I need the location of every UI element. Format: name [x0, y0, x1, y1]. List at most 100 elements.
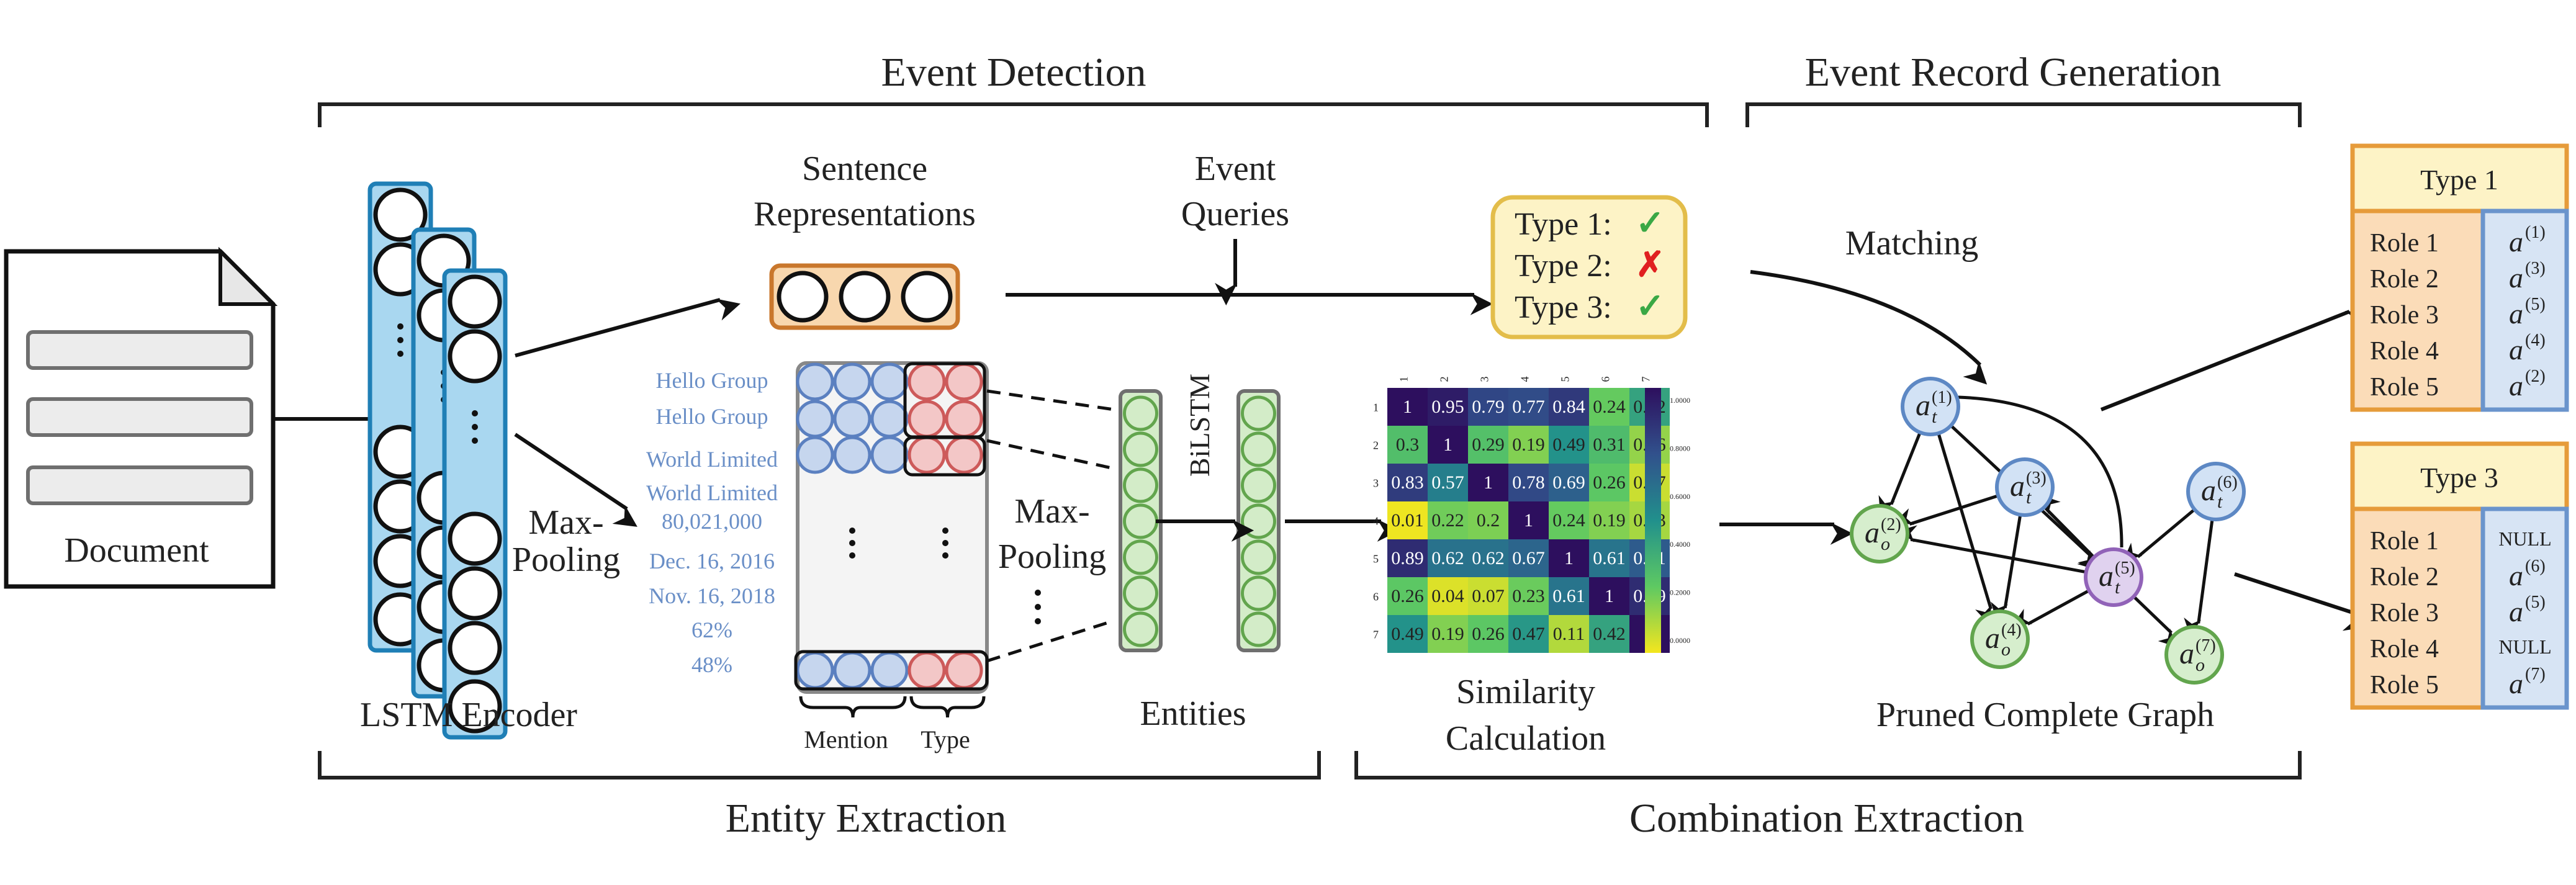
heatmap-cell: [1589, 615, 1629, 653]
entity-unit: [1123, 575, 1158, 611]
heatmap-col-label: 4: [1519, 377, 1531, 382]
matrix-max-pooling-1: Max-: [1014, 492, 1089, 531]
similarity-label-2: Calculation: [1446, 719, 1606, 758]
encoder-max-pooling-1: Max-: [528, 503, 603, 542]
graph-node-sup: (2): [1881, 515, 1901, 534]
event-queries-label-2: Queries: [1181, 195, 1289, 233]
heatmap-cell: [1549, 615, 1589, 653]
lstm-hidden-unit: [448, 679, 502, 734]
record-role: Role 5: [2370, 671, 2439, 699]
heatmap-cell: [1468, 464, 1508, 501]
bracket-event-detection: [318, 102, 1709, 127]
heatmap-value: 0.78: [1512, 472, 1545, 493]
lstm-ellipsis-dot: [397, 351, 403, 357]
type-label: Type: [921, 726, 970, 753]
graph-node-sup: (4): [2001, 621, 2022, 640]
header-combination-extraction: Combination Extraction: [1629, 796, 2024, 841]
graph-edge: [1878, 431, 1922, 514]
heatmap-value: 0.23: [1512, 586, 1545, 606]
heatmap-cell: [1387, 426, 1428, 464]
header-event-record-generation: Event Record Generation: [1805, 50, 2222, 95]
heatmap-value: 0.29: [1472, 434, 1505, 455]
token-text: 80,021,000: [662, 509, 762, 534]
event-type-mark: ✓: [1636, 204, 1665, 243]
mention-unit: [870, 436, 909, 474]
type-group-outline: [903, 436, 986, 477]
arrow-lstm-to-tokens: [514, 433, 637, 527]
header-event-detection: Event Detection: [881, 50, 1146, 95]
type-unit: [907, 362, 946, 401]
heatmap-cell: [1549, 464, 1589, 501]
token-text: 48%: [691, 652, 732, 677]
heatmap-value: 0.67: [1512, 548, 1545, 568]
graph-edge: [1894, 494, 1999, 526]
record-role: Role 4: [2370, 635, 2439, 663]
heatmap-value: 1: [1564, 548, 1574, 568]
event-type-list: Type 1:✓Type 2:✗Type 3:✓: [1515, 204, 1665, 326]
record-role: Role 4: [2370, 337, 2439, 366]
heatmap-row-label: 5: [1373, 553, 1379, 565]
sentence-unit: [777, 271, 829, 323]
heatmap-cell: [1508, 615, 1549, 653]
colorbar-tick-label: 0.6000: [1670, 492, 1690, 501]
header-entity-extraction: Entity Extraction: [726, 796, 1007, 841]
matrix-ellipsis-dot: [942, 540, 948, 546]
heatmap-value: 0.19: [1512, 434, 1545, 455]
lstm-ellipsis-dot: [472, 424, 478, 430]
graph-curved-edge: [1958, 395, 2123, 548]
record-arg-sup: (2): [2525, 367, 2546, 386]
record-title: Type 1: [2420, 164, 2498, 195]
graph-node: [2186, 462, 2246, 521]
graph-edge: [2132, 595, 2177, 647]
graph-node-sup: (1): [1932, 388, 1952, 407]
graph-node-sub: o: [2001, 639, 2011, 660]
lstm-ellipsis-dot: [397, 323, 403, 330]
heatmap-row-label: 7: [1373, 629, 1379, 641]
graph-edge: [2012, 589, 2090, 626]
heatmap-col-label: 5: [1559, 377, 1572, 382]
arrow-matching: [1750, 270, 1988, 385]
record-role: Role 2: [2370, 563, 2439, 591]
heatmap-cell: [1468, 388, 1508, 426]
record-role: Role 1: [2370, 229, 2439, 258]
heatmap-cell: [1387, 464, 1428, 501]
colorbar-tick-label: 0.2000: [1670, 588, 1690, 597]
lstm-ellipsis-dot: [397, 337, 403, 343]
heatmap-row-label: 4: [1373, 515, 1379, 528]
record-arg-sup: (1): [2525, 223, 2546, 242]
heatmap-cell: [1387, 539, 1428, 577]
lstm-hidden-unit: [448, 274, 502, 329]
heatmap-cell: [1387, 615, 1428, 653]
heatmap-value: 0.3: [1396, 434, 1420, 455]
graph-node: [1901, 377, 1960, 436]
type-unit: [945, 651, 983, 690]
heatmap-value: 0.61: [1552, 586, 1585, 606]
heatmap-value: 0.19: [1593, 510, 1626, 531]
entity-unit: [1123, 431, 1158, 467]
record-title-box: [2350, 441, 2569, 511]
heatmap-cell: [1387, 501, 1428, 539]
token-text: World Limited: [646, 447, 778, 472]
record-arg-sup: (4): [2525, 331, 2546, 350]
encoder-max-pooling-2: Pooling: [512, 541, 620, 579]
record-role-column: [2350, 506, 2485, 710]
graph-node-sup: (7): [2195, 636, 2216, 655]
token-text: World Limited: [646, 480, 778, 505]
heatmap-col-label: 6: [1600, 377, 1612, 382]
heatmap-value: 0.2: [1477, 510, 1500, 531]
heatmap-cell: [1428, 388, 1468, 426]
entity-unit: [1123, 611, 1158, 647]
event-type-box: [1490, 195, 1688, 339]
heatmap-cell: [1589, 501, 1629, 539]
heatmap-value: 1: [1524, 510, 1533, 531]
colorbar-tick-label: 0.4000: [1670, 540, 1690, 549]
record-arg-sup: (7): [2525, 665, 2546, 684]
graph-node: [1995, 457, 2055, 517]
record-title: Type 3: [2420, 462, 2498, 493]
heatmap-value: 0.01: [1391, 510, 1424, 531]
heatmap-value: 0.62: [1472, 548, 1505, 568]
matrix-ellipsis-dot: [942, 528, 948, 534]
